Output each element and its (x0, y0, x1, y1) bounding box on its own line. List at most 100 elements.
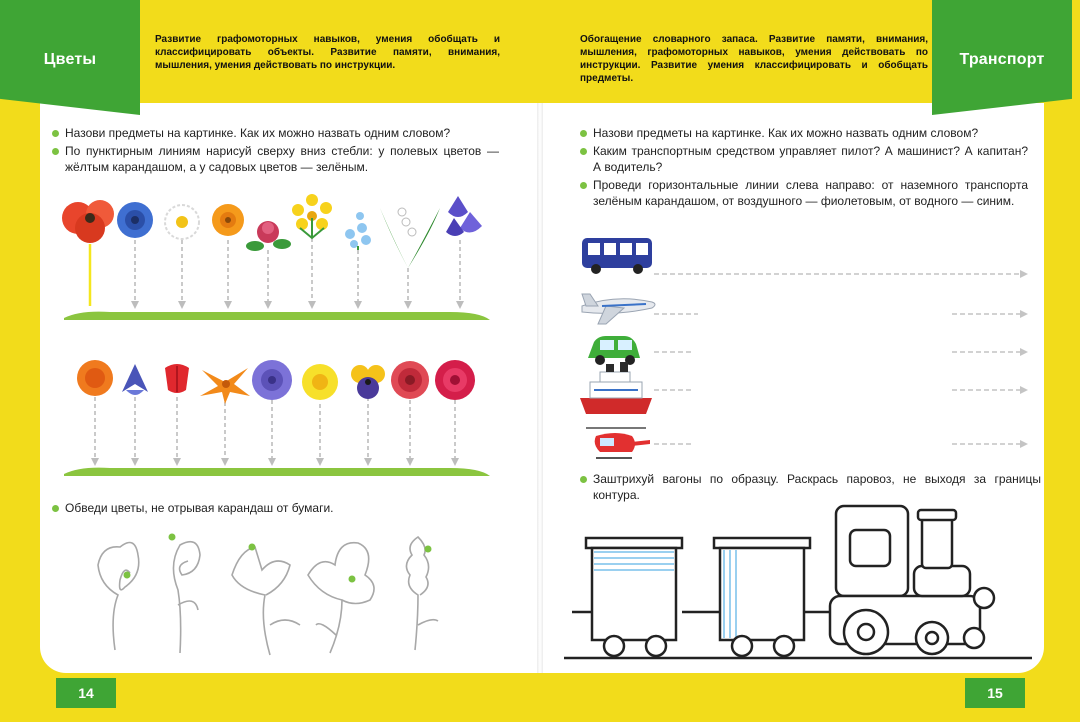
bullet-icon (52, 148, 59, 155)
forget-me-not-icon (345, 212, 371, 250)
task-item: Назови предметы на картинке. Как их можн… (52, 125, 499, 141)
locomotive (804, 504, 996, 656)
arrow-head-icon (364, 458, 372, 466)
wagon-to-shade (682, 536, 812, 658)
page-title: Транспорт (959, 51, 1045, 68)
helicopter-icon (586, 427, 650, 459)
arrow-head-icon (131, 301, 139, 309)
arrow-head-icon (404, 301, 412, 309)
trace-task: Обведи цветы, не отрывая карандаш от бум… (52, 500, 512, 516)
start-dot (424, 545, 432, 553)
aster-icon (77, 360, 113, 396)
cornflower-icon (117, 202, 153, 238)
train-drawing (564, 504, 1032, 660)
arrow-head-icon (131, 458, 139, 466)
task-text: Назови предметы на картинке. Как их можн… (65, 126, 451, 140)
task-list: Назови предметы на картинке. Как их можн… (52, 125, 499, 177)
st-johns-wort-icon (292, 194, 332, 240)
bullet-icon (52, 505, 59, 512)
lily-of-the-valley-icon (380, 207, 440, 268)
garden-flowers-row (64, 360, 490, 476)
page-number: 15 (965, 678, 1025, 708)
lily-icon (200, 368, 250, 404)
book-spine (537, 103, 543, 673)
arrow-head-icon (224, 301, 232, 309)
ship-icon (580, 362, 652, 414)
trace-path (97, 541, 140, 651)
arrow-head-icon (91, 458, 99, 466)
task-item: Каким транспортным средством управляет п… (580, 143, 1028, 175)
clover-icon (246, 221, 291, 251)
tulip-icon (165, 364, 189, 393)
ribbon-band (932, 0, 1072, 115)
arrow-head-icon (264, 301, 272, 309)
arrow-head-icon (1020, 270, 1028, 278)
wild-flowers-row (62, 194, 490, 320)
task-text: Каким транспортным средством управляет п… (593, 144, 1028, 174)
calendula-icon (212, 204, 244, 236)
rose-icon (391, 361, 429, 399)
wagon-sample (572, 536, 684, 658)
arrow-head-icon (1020, 310, 1028, 318)
arrow-head-icon (1020, 440, 1028, 448)
arrow-head-icon (456, 301, 464, 309)
car-icon (588, 336, 640, 365)
trace-path (231, 546, 301, 656)
start-dot (248, 543, 256, 551)
title-ribbon: Цветы (0, 0, 140, 115)
task-list: Назови предметы на картинке. Как их можн… (580, 125, 1028, 211)
pansy-icon (351, 365, 385, 399)
trace-path (307, 541, 375, 654)
bullet-icon (580, 476, 587, 483)
start-dot (168, 533, 176, 541)
task-item: Назови предметы на картинке. Как их можн… (580, 125, 1028, 141)
vehicle-lines (580, 238, 1028, 459)
bullet-icon (580, 130, 587, 137)
arrow-head-icon (354, 301, 362, 309)
airplane-icon (581, 293, 656, 325)
bullet-icon (580, 148, 587, 155)
task-text: Заштрихуй вагоны по образцу. Раскрась па… (593, 472, 1041, 502)
ribbon-band (0, 0, 140, 115)
arrow-head-icon (173, 458, 181, 466)
arrow-head-icon (268, 458, 276, 466)
learning-goals: Развитие графомоторных навыков, умения о… (155, 34, 500, 71)
task-text: По пунктирным линиям нарисуй сверху вниз… (65, 144, 499, 174)
bus-icon (582, 238, 652, 274)
bullet-icon (580, 182, 587, 189)
arrow-head-icon (221, 458, 229, 466)
title-ribbon: Транспорт (932, 0, 1072, 115)
task-item: По пунктирным линиям нарисуй сверху вниз… (52, 143, 499, 175)
peony-icon (435, 360, 475, 400)
task-text: Назови предметы на картинке. Как их можн… (593, 126, 979, 140)
page-flowers: Цветы Развитие графомоторных навыков, ум… (0, 0, 540, 708)
task-text: Проведи горизонтальные линии слева напра… (593, 178, 1028, 208)
daffodil-icon (302, 364, 338, 400)
page-number: 14 (56, 678, 116, 708)
trace-flowers (97, 533, 439, 656)
trace-path (172, 540, 201, 654)
start-dot (348, 575, 356, 583)
grass-strip (64, 467, 490, 476)
task-text: Обведи цветы, не отрывая карандаш от бум… (65, 501, 334, 515)
page-transport: Транспорт Обогащение словарного запаса. … (540, 0, 1080, 722)
bellflower-icon (446, 196, 482, 236)
arrow-head-icon (1020, 348, 1028, 356)
grass-strip (64, 311, 490, 320)
iris-icon (122, 364, 148, 395)
chrysanthemum-icon (252, 360, 292, 400)
page-title: Цветы (43, 51, 97, 68)
bullet-icon (52, 130, 59, 137)
poppy-icon (62, 200, 114, 243)
arrow-head-icon (1020, 386, 1028, 394)
arrow-head-icon (406, 458, 414, 466)
learning-goals: Обогащение словарного запаса. Развитие п… (580, 34, 928, 84)
arrow-head-icon (316, 458, 324, 466)
start-dot (123, 571, 131, 579)
arrow-head-icon (451, 458, 459, 466)
trace-path (405, 535, 439, 651)
chamomile-icon (164, 204, 200, 240)
arrow-head-icon (308, 301, 316, 309)
arrow-head-icon (178, 301, 186, 309)
